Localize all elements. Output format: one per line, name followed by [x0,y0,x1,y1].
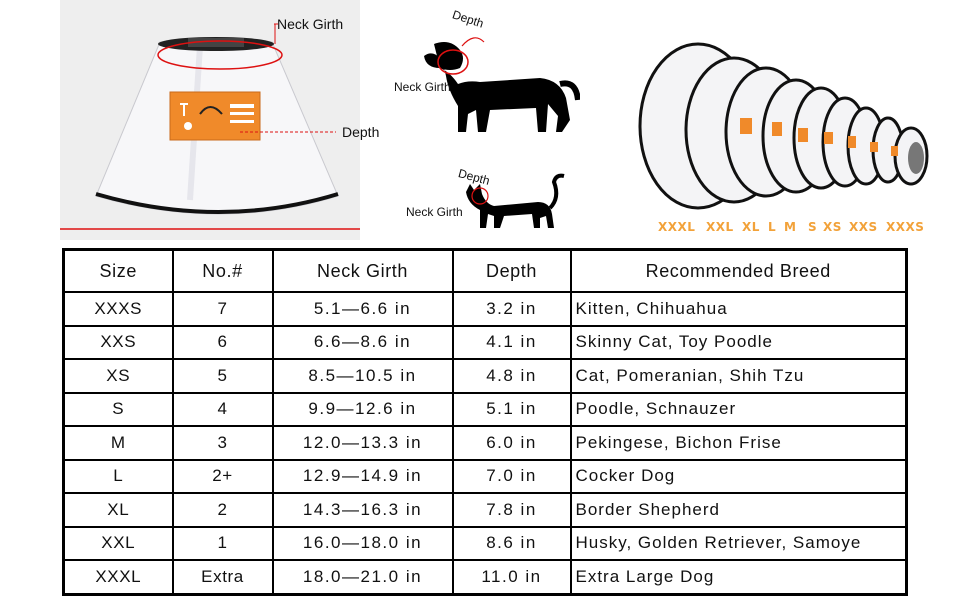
depth-cell: 3.2 in [451,291,572,327]
depth-cell: 8.6 in [451,525,572,561]
neck-girth-cell: 9.9—12.6 in [271,391,454,427]
number-cell: 6 [171,324,274,360]
size-label: S [808,220,818,234]
number-cell: Extra [171,559,274,595]
table-row: S 4 9.9—12.6 in 5.1 in Poodle, Schnauzer [62,391,908,427]
depth-cell: 4.8 in [451,358,572,394]
depth-cell: 4.1 in [451,324,572,360]
size-cell: M [62,425,174,461]
table-row: XXL 1 16.0—18.0 in 8.6 in Husky, Golden … [62,525,908,561]
size-label: XXXL [658,220,696,234]
cone-depth-label: Depth [342,124,380,140]
header-depth: Depth [451,248,572,293]
table-header-row: Size No.# Neck Girth Depth Recommended B… [62,248,908,293]
table-row: XS 5 8.5—10.5 in 4.8 in Cat, Pomeranian,… [62,358,908,394]
size-label: XL [742,220,760,234]
neck-girth-cell: 5.1—6.6 in [271,291,454,327]
number-cell: 5 [171,358,274,394]
table-row: L 2+ 12.9—14.9 in 7.0 in Cocker Dog [62,458,908,494]
depth-cell: 6.0 in [451,425,572,461]
size-cell: XXXL [62,559,174,595]
breed-cell: Pekingese, Bichon Frise [569,425,908,461]
depth-cell: 11.0 in [451,559,572,595]
neck-girth-cell: 6.6—8.6 in [271,324,454,360]
number-cell: 3 [171,425,274,461]
table-row: XXXL Extra 18.0—21.0 in 11.0 in Extra La… [62,559,908,595]
cat-neck-girth-label: Neck Girth [406,205,463,219]
header-number: No.# [171,248,274,293]
neck-girth-cell: 12.9—14.9 in [271,458,454,494]
size-cell: XS [62,358,174,394]
breed-cell: Husky, Golden Retriever, Samoye [569,525,908,561]
breed-cell: Skinny Cat, Toy Poodle [569,324,908,360]
size-label: XXL [706,220,734,234]
table-row: XXS 6 6.6—8.6 in 4.1 in Skinny Cat, Toy … [62,324,908,360]
size-cell: XL [62,492,174,528]
dog-silhouette [424,37,580,132]
cat-silhouette [466,173,565,228]
number-cell: 7 [171,291,274,327]
neck-girth-cell: 14.3—16.3 in [271,492,454,528]
size-chart-table: Size No.# Neck Girth Depth Recommended B… [62,248,908,596]
illustration-band: Neck Girth Depth Depth Neck Girth Depth … [0,0,970,245]
size-label: XXXS [886,220,925,234]
number-cell: 1 [171,525,274,561]
breed-cell: Extra Large Dog [569,559,908,595]
header-neck-girth: Neck Girth [271,248,454,293]
size-label: XS [823,220,842,234]
breed-cell: Cocker Dog [569,458,908,494]
table-row: XL 2 14.3—16.3 in 7.8 in Border Shepherd [62,492,908,528]
size-label: XXS [849,220,878,234]
header-size: Size [62,248,174,293]
neck-girth-cell: 16.0—18.0 in [271,525,454,561]
table-row: M 3 12.0—13.3 in 6.0 in Pekingese, Bicho… [62,425,908,461]
header-recommended-breed: Recommended Breed [569,248,908,293]
depth-cell: 7.0 in [451,458,572,494]
neck-girth-cell: 18.0—21.0 in [271,559,454,595]
table-row: XXXS 7 5.1—6.6 in 3.2 in Kitten, Chihuah… [62,291,908,327]
depth-cell: 7.8 in [451,492,572,528]
breed-cell: Cat, Pomeranian, Shih Tzu [569,358,908,394]
number-cell: 4 [171,391,274,427]
number-cell: 2+ [171,458,274,494]
neck-girth-cell: 8.5—10.5 in [271,358,454,394]
number-cell: 2 [171,492,274,528]
size-cell: XXS [62,324,174,360]
cone-neck-girth-label: Neck Girth [277,16,344,32]
nested-cones-illustration [638,42,929,210]
size-label: M [784,220,797,234]
size-cell: XXXS [62,291,174,327]
size-cell: S [62,391,174,427]
dog-neck-girth-label: Neck Girth [394,80,451,94]
breed-cell: Poodle, Schnauzer [569,391,908,427]
breed-cell: Border Shepherd [569,492,908,528]
breed-cell: Kitten, Chihuahua [569,291,908,327]
depth-cell: 5.1 in [451,391,572,427]
size-cell: L [62,458,174,494]
size-label: L [768,220,777,234]
size-cell: XXL [62,525,174,561]
cone-collar-diagram [60,0,360,240]
neck-girth-cell: 12.0—13.3 in [271,425,454,461]
size-sequence-labels: XXXL XXL XL L M S XS XXS XXXS [656,220,936,238]
